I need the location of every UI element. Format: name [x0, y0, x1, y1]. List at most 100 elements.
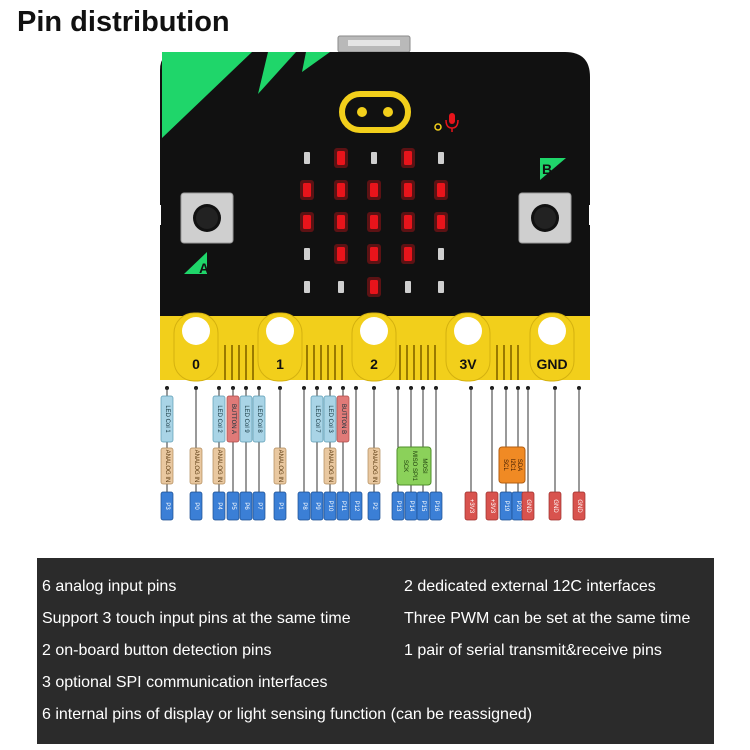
edge-strips	[224, 345, 519, 380]
spi-label: MISO SPI1	[411, 451, 417, 482]
analog-tag: ANALOG IN	[216, 450, 222, 483]
pin-function-tag: LED Col 2	[216, 405, 222, 433]
spi-label: SCK	[402, 460, 408, 472]
pin-callout: LED Col 7 P9	[310, 386, 324, 521]
led	[438, 152, 444, 164]
led	[337, 151, 345, 165]
pin-callout: P16	[429, 386, 443, 521]
pin-name-tag: GND	[576, 499, 582, 513]
led	[303, 183, 311, 197]
spi-label: MOSI	[421, 458, 427, 474]
pin-name-tag: P20	[515, 501, 521, 512]
pin-callout: +3V3	[485, 386, 499, 521]
led	[370, 183, 378, 197]
pin-name-tag: P16	[433, 501, 439, 512]
pin-callout: BUTTON B P11	[336, 386, 350, 521]
pin-name-tag: P14	[408, 501, 414, 512]
led	[370, 215, 378, 229]
mic-led	[434, 123, 442, 131]
edge-pad-label: 1	[276, 356, 284, 372]
button-a-label: A	[199, 260, 209, 276]
pin-callout: P13	[391, 386, 405, 521]
i2c-label: SDA	[516, 459, 522, 471]
page-title: Pin distribution	[17, 6, 230, 38]
pin-name-tag: P12	[353, 501, 359, 512]
led-matrix	[300, 148, 448, 297]
pin-name-tag: P15	[420, 501, 426, 512]
pin-name-tag: P10	[327, 501, 333, 512]
led	[404, 183, 412, 197]
pin-name-tag: P0	[193, 502, 199, 510]
pin-callout: ANALOG IN P1	[273, 386, 287, 521]
analog-tag: ANALOG IN	[193, 450, 199, 483]
pin-name-tag: P11	[340, 501, 346, 512]
i2c-label: I2C1	[509, 459, 515, 472]
pin-name-tag: P1	[277, 502, 283, 510]
feature-serial: 1 pair of serial transmit&receive pins	[404, 642, 662, 659]
touch-logo	[339, 91, 411, 133]
pin-name-tag: +3V3	[468, 499, 474, 514]
feature-i2c: 2 dedicated external 12C interfaces	[404, 578, 656, 595]
pin-callout: GND	[572, 386, 586, 521]
led	[304, 248, 310, 260]
button-b[interactable]	[518, 192, 572, 244]
pin-name-tag: P9	[314, 502, 320, 510]
edge-pad-label: GND	[536, 356, 567, 372]
pin-callout: ANALOG IN P0	[189, 386, 203, 521]
pin-function-tag: LED Col 8	[256, 405, 262, 433]
analog-tag: ANALOG IN	[371, 450, 377, 483]
analog-tag: ANALOG IN	[327, 450, 333, 483]
pin-name-tag: GND	[552, 499, 558, 513]
pin-callout: LED Col 9 P6	[239, 386, 253, 521]
pin-function-tag: LED Col 7	[314, 405, 320, 433]
pin-function-tag: LED Col 9	[243, 405, 249, 433]
pin-name-tag: P6	[243, 502, 249, 510]
pin-callout: GND	[521, 386, 535, 521]
led	[337, 215, 345, 229]
led	[438, 281, 444, 293]
pin-name-tag: GND	[525, 499, 531, 513]
pin-name-tag: P5	[230, 502, 236, 510]
led	[437, 183, 445, 197]
analog-tag: ANALOG IN	[277, 450, 283, 483]
pin-function-tag: BUTTON B	[340, 404, 346, 434]
pin-callout: P12	[349, 386, 363, 521]
button-a-marker	[184, 252, 207, 274]
feature-display: 6 internal pins of display or light sens…	[42, 706, 533, 723]
pin-callout: P8	[297, 386, 311, 521]
corner-accent	[162, 52, 252, 138]
feature-touch: Support 3 touch input pins at the same t…	[42, 610, 351, 627]
pin-callout: LED Col 3 ANALOG IN P10	[323, 386, 337, 521]
pin-name-tag: P7	[256, 502, 262, 510]
led	[371, 152, 377, 164]
pin-name-tag: P4	[216, 502, 222, 510]
analog-tag: ANALOG IN	[164, 450, 170, 483]
pin-name-tag: +3V3	[489, 499, 495, 514]
edge-pad-label: 0	[192, 356, 200, 372]
led	[304, 152, 310, 164]
feature-button: 2 on-board button detection pins	[42, 642, 272, 659]
pin-callout: GND	[548, 386, 562, 521]
pin-function-tag: BUTTON A	[230, 404, 236, 434]
led	[370, 280, 378, 294]
pin-callout: LED Col 2 ANALOG IN P4	[212, 386, 226, 521]
feature-panel: 6 analog input pins 2 dedicated external…	[37, 558, 714, 744]
led	[438, 248, 444, 260]
pin-name-tag: P2	[371, 502, 377, 510]
feature-pwm: Three PWM can be set at the same time	[404, 610, 691, 627]
feature-spi: 3 optional SPI communication interfaces	[42, 674, 328, 691]
led	[370, 247, 378, 261]
led	[338, 281, 344, 293]
pin-name-tag: P3	[164, 502, 170, 510]
button-a[interactable]	[180, 192, 234, 244]
button-b-label: B	[542, 161, 552, 177]
pin-function-tag: LED Col 3	[327, 405, 333, 433]
edge-pad-label: 3V	[459, 356, 477, 372]
led	[437, 215, 445, 229]
pin-callout: BUTTON A P5	[226, 386, 240, 521]
